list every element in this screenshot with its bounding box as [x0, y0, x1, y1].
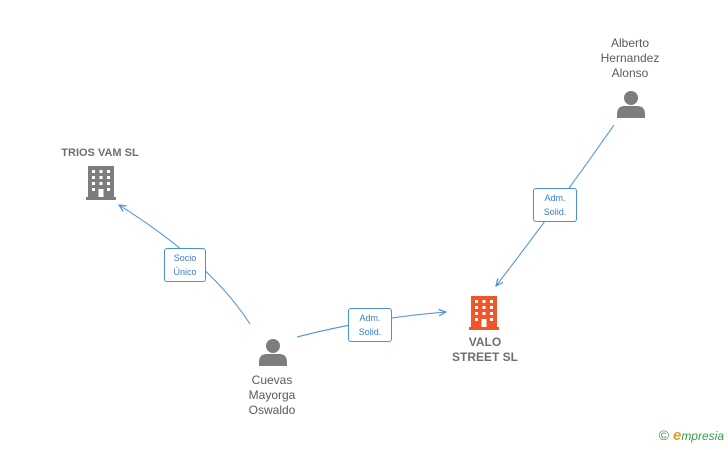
edge-label-adm-solid-cuevas: Adm. Solid. [348, 308, 392, 342]
edge-label-adm-solid-alberto: Adm. Solid. [533, 188, 577, 222]
company-label-trios[interactable]: TRIOS VAM SL [61, 147, 139, 159]
copyright-icon: © [658, 427, 669, 443]
person-label-cuevas[interactable]: Cuevas Mayorga Oswaldo [248, 373, 296, 417]
building-icon[interactable] [86, 166, 116, 200]
brand-logo: ©empresia [659, 427, 724, 444]
brand-name: mpresia [681, 429, 724, 443]
person-icon[interactable] [259, 339, 287, 366]
brand-initial: e [672, 427, 682, 444]
person-label-alberto[interactable]: Alberto Hernandez Alonso [600, 36, 660, 80]
building-icon[interactable] [469, 296, 499, 330]
person-icon[interactable] [617, 91, 645, 118]
edge-label-socio-unico: Socio Único [164, 248, 206, 282]
company-label-valo[interactable]: VALO STREET SL [451, 335, 518, 364]
